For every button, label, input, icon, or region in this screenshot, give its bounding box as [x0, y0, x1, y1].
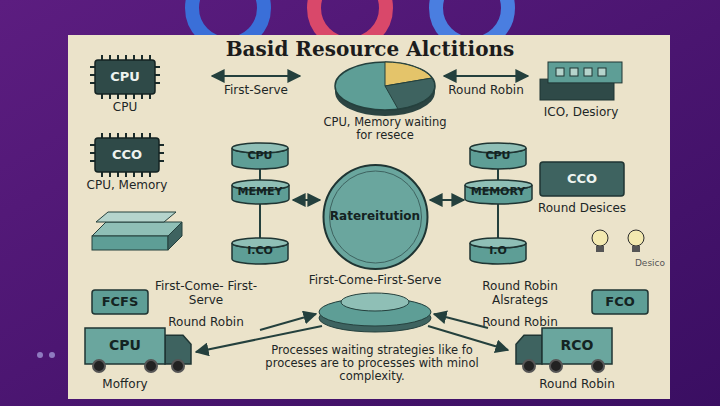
node-body	[540, 62, 622, 100]
truck: CPUMoffory	[85, 328, 165, 364]
node-body: CPU	[470, 143, 526, 169]
node-caption: CPU, Memory	[87, 179, 168, 192]
label: First-Serve	[206, 84, 306, 98]
connector	[497, 204, 499, 238]
cylinder: CPU	[470, 143, 526, 169]
node-text: RCO	[561, 338, 594, 353]
node-text: FCO	[605, 295, 634, 309]
server-slab	[92, 212, 182, 250]
node-text: Ratereitution	[330, 210, 420, 223]
node-body: I.CO	[232, 238, 288, 264]
chip-pins	[90, 133, 164, 177]
label: CPU, Memory waiting for resece	[315, 116, 455, 142]
cylinder: MEMORY	[465, 180, 532, 204]
node-body: CPU	[95, 60, 155, 94]
node-body: CPU	[232, 143, 288, 169]
node-body: MEMORY	[465, 180, 532, 204]
chip: CPUCPU	[95, 60, 155, 94]
title: Basid Resource Alctitions	[70, 37, 670, 61]
pie-chart	[335, 62, 435, 116]
strategy-box: FCFS	[92, 290, 148, 314]
truck: RCORound Robin	[542, 328, 612, 364]
node-text: CPU	[247, 150, 272, 162]
label: Round Robin	[441, 84, 531, 98]
node-caption: CPU	[113, 101, 137, 114]
cylinder: I.CO	[232, 238, 288, 264]
double-arrow	[212, 75, 300, 77]
label: Round Robin	[154, 316, 258, 330]
node-caption: Round Desices	[538, 202, 626, 215]
node-text: I.O	[489, 245, 507, 257]
node-text: MEMORY	[471, 186, 526, 198]
label: Processes waiting strategies like fo pro…	[247, 344, 497, 384]
arrow	[434, 314, 488, 328]
node-body: CCO	[95, 138, 159, 172]
arrow	[260, 314, 316, 330]
platform-disc	[319, 293, 431, 332]
label: First-Come- First-Serve	[154, 280, 258, 308]
node-body: MEMEY	[232, 180, 289, 204]
label: First-Come-First-Serve	[280, 274, 470, 288]
chip: CCOCPU, Memory	[95, 138, 159, 172]
cylinder: MEMEY	[232, 180, 289, 204]
node-text: CCO	[567, 172, 597, 186]
chip-pins	[90, 55, 160, 99]
arrows	[130, 76, 528, 352]
connector	[497, 169, 499, 180]
device-outline	[540, 62, 622, 100]
connector	[259, 169, 261, 180]
node-body: RCO	[542, 328, 612, 364]
strategy-box: FCO	[592, 290, 648, 314]
panel	[68, 35, 670, 399]
node-text: I.CO	[247, 245, 273, 257]
node-body: FCFS	[92, 290, 148, 314]
node-body: CCO	[540, 162, 624, 196]
label: Round Robin Alsrategs	[468, 280, 572, 308]
node-text: MEMEY	[238, 186, 283, 198]
center-circle: Ratereitution	[322, 165, 429, 269]
label: Desico	[628, 258, 672, 268]
device: ICO, Desiory	[540, 62, 622, 100]
double-arrow	[430, 199, 464, 201]
node-text: CPU	[110, 70, 140, 84]
node-text: CPU	[485, 150, 510, 162]
device-box: CCORound Desices	[540, 162, 624, 196]
double-arrow	[293, 199, 320, 201]
node-text: FCFS	[102, 295, 139, 309]
node-body: I.O	[470, 238, 526, 264]
node-caption: Round Robin	[539, 378, 614, 391]
node-body: FCO	[592, 290, 648, 314]
node-text: CCO	[112, 148, 142, 162]
light-bulb	[592, 230, 644, 252]
dot	[49, 352, 55, 358]
node-text: CPU	[109, 338, 141, 353]
dot	[37, 352, 43, 358]
node-body: CPU	[85, 328, 165, 364]
node-body: Ratereitution	[322, 165, 429, 269]
cylinder: CPU	[232, 143, 288, 169]
connector	[259, 204, 261, 238]
node-caption: Moffory	[102, 378, 147, 391]
cylinder: I.O	[470, 238, 526, 264]
double-arrow	[444, 75, 528, 77]
label: Round Robin	[468, 316, 572, 330]
node-caption: ICO, Desiory	[544, 106, 619, 119]
